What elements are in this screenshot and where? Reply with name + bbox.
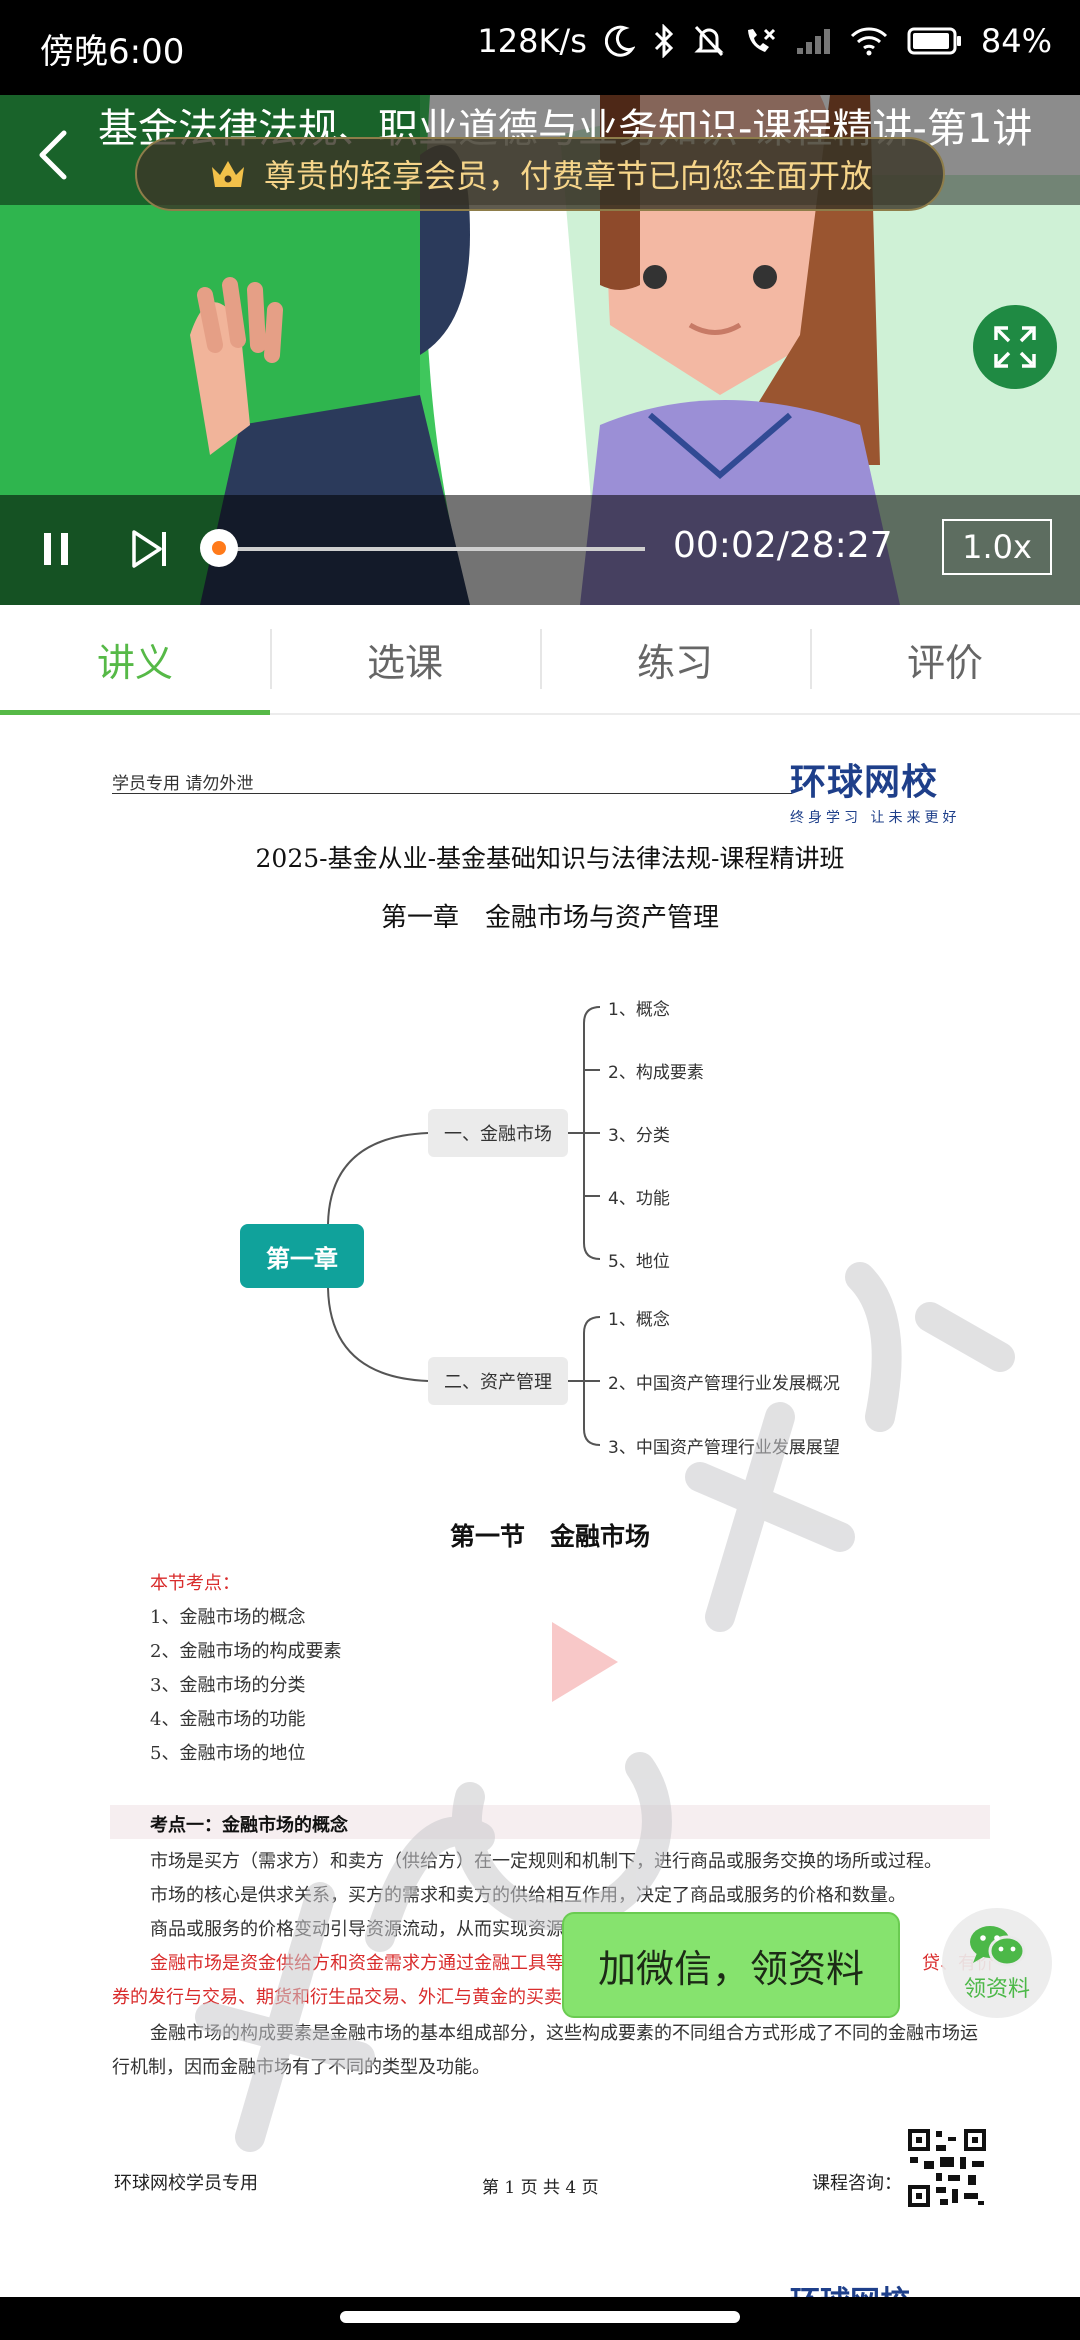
key-points-list: 1、金融市场的概念 2、金融市场的构成要素 3、金融市场的分类 4、金融市场的功… [150, 1603, 341, 1773]
key-point-item: 5、金融市场的地位 [150, 1743, 306, 1764]
doc-paragraph: 商品或服务的价格变动引导资源流动，从而实现资源 [150, 1919, 564, 1940]
back-icon[interactable] [30, 125, 80, 185]
handout-document[interactable]: 学员专用 请勿外泄 环球网校 终身学习 让未来更好 2025-基金从业-基金基础… [0, 717, 1080, 2297]
tab-reviews[interactable]: 评价 [810, 605, 1080, 713]
wechat-float-label: 领资料 [963, 1977, 1030, 2002]
key-point-item: 3、金融市场的分类 [150, 1675, 306, 1696]
mindmap-leaf: 2、中国资产管理行业发展概况 [608, 1374, 840, 1394]
next-icon[interactable] [130, 528, 170, 570]
mindmap-root: 第一章 [240, 1224, 364, 1288]
video-player[interactable]: 基金法律法规、职业道德与业务知识-课程精讲-第1讲 尊贵的轻享会员，付费章节已向… [0, 95, 1080, 605]
mindmap-leaf: 3、分类 [608, 1126, 670, 1146]
signal-icon [796, 29, 830, 54]
mindmap-leaf: 1、概念 [608, 1310, 670, 1330]
wifi-icon [850, 27, 887, 56]
school-logo-text: 环球网校 [790, 762, 939, 803]
school-logo-slogan: 终身学习 让未来更好 [790, 810, 961, 826]
moon-icon [604, 25, 635, 57]
mindmap-leaf: 1、概念 [608, 1000, 670, 1020]
tab-practice[interactable]: 练习 [540, 605, 810, 713]
key-point-item: 1、金融市场的概念 [150, 1607, 306, 1628]
speed-button[interactable]: 1.0x [942, 519, 1052, 575]
bluetooth-icon [654, 24, 673, 58]
section-title: 第一节 金融市场 [449, 1522, 650, 1551]
wechat-icon [970, 1926, 1026, 1967]
mindmap-leaf: 5、地位 [608, 1252, 670, 1272]
fullscreen-button[interactable] [973, 305, 1057, 389]
doc-page-number: 第 1 页 共 4 页 [482, 2178, 599, 2198]
tab-courses[interactable]: 选课 [270, 605, 540, 713]
chapter-mindmap: 第一章 一、金融市场 二、资产管理 1、概念 2、构成要素 3、分类 4、功能 … [0, 717, 1080, 1517]
doc-footer-note: 环球网校学员专用 [114, 2173, 258, 2194]
status-icons: 128K/s 84% [477, 22, 1052, 60]
doc-paragraph-highlight: 券的发行与交易、期货和衍生品交易、外汇与黄金的买卖 [112, 1987, 562, 2008]
net-speed: 128K/s [477, 22, 587, 60]
doc-header-note: 学员专用 请勿外泄 [112, 774, 254, 794]
doc-title: 2025-基金从业-基金基础知识与法律法规-课程精讲班 [255, 844, 845, 873]
vip-banner-text: 尊贵的轻享会员，付费章节已向您全面开放 [263, 157, 872, 195]
battery-percent: 84% [980, 22, 1052, 60]
progress-track[interactable] [220, 547, 645, 551]
qr-code-icon[interactable] [906, 2127, 988, 2209]
bell-muted-icon [694, 25, 724, 57]
system-nav-bar [0, 2297, 1080, 2340]
key-point-heading: 考点一：金融市场的概念 [150, 1815, 348, 1836]
home-indicator[interactable] [340, 2311, 740, 2323]
key-points-heading: 本节考点： [150, 1573, 240, 1594]
school-logo: 环球网校 终身学习 让未来更好 [790, 753, 980, 827]
next-page-logo: 环球网校 [790, 2277, 910, 2297]
content-tabs: 讲义 选课 练习 评价 [0, 605, 1080, 715]
pause-icon[interactable] [38, 529, 74, 569]
vip-banner: 尊贵的轻享会员，付费章节已向您全面开放 [135, 137, 945, 211]
mindmap-connectors [327, 1006, 601, 1446]
doc-paragraph: 市场是买方（需求方）和卖方（供给方）在一定规则和机制下，进行商品或服务交换的场所… [150, 1851, 942, 1872]
fullscreen-icon [994, 326, 1036, 368]
key-point-item: 4、金融市场的功能 [150, 1709, 306, 1730]
status-time: 傍晚6:00 [40, 32, 185, 72]
player-controls: 00:02/28:27 1.0x [0, 495, 1080, 605]
doc-paragraph-highlight: 金融市场是资金供给方和资金需求方通过金融工具等 [150, 1953, 564, 1974]
tab-handout[interactable]: 讲义 [0, 605, 270, 715]
key-point-item: 2、金融市场的构成要素 [150, 1641, 342, 1662]
mindmap-leaf: 3、中国资产管理行业发展展望 [608, 1438, 840, 1458]
progress-handle[interactable] [200, 529, 238, 567]
doc-chapter-title: 第一章 金融市场与资产管理 [380, 903, 719, 933]
wechat-float-button[interactable]: 领资料 [942, 1908, 1052, 2018]
mindmap-branch-financial-market: 一、金融市场 [428, 1109, 568, 1157]
battery-icon [907, 27, 961, 55]
playback-time: 00:02/28:27 [673, 525, 893, 566]
crown-icon [211, 161, 244, 187]
call-muted-icon [747, 28, 775, 52]
doc-header-divider [112, 793, 792, 794]
status-bar: 傍晚6:00 128K/s 84% [0, 0, 1080, 95]
doc-paragraph: 市场的核心是供求关系，买方的需求和卖方的供给相互作用，决定了商品或服务的价格和数… [150, 1885, 906, 1906]
doc-consult-label: 课程咨询： [812, 2173, 902, 2194]
mindmap-leaf: 4、功能 [608, 1189, 670, 1209]
mindmap-leaf: 2、构成要素 [608, 1063, 704, 1083]
doc-paragraph: 金融市场的构成要素是金融市场的基本组成部分，这些构成要素的不同组合方式形成了不同… [112, 2023, 978, 2078]
wechat-cta-button[interactable]: 加微信，领资料 [562, 1912, 900, 2018]
mindmap-branch-asset-management: 二、资产管理 [428, 1357, 568, 1405]
